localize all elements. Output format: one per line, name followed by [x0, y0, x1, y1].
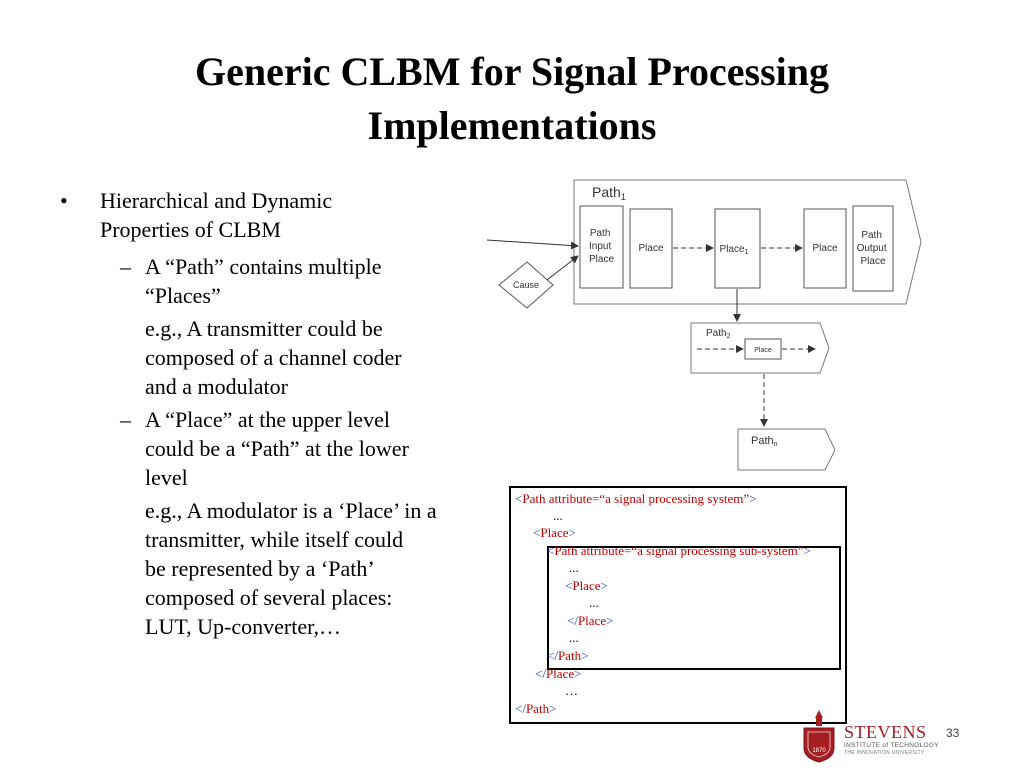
title-line-2: Implementations: [367, 103, 657, 148]
sub-bullet-text: “Places”: [145, 283, 221, 308]
path-input-place-label: Path Input Place: [589, 228, 614, 265]
bullet-text: Properties of CLBM: [100, 217, 281, 242]
sub-bullet-2: – A “Place” at the upper level could be …: [55, 405, 485, 492]
example-text: be represented by a ‘Path’: [145, 556, 375, 581]
title-line-1: Generic CLBM for Signal Processing: [194, 49, 830, 94]
path2-place-label: Place: [754, 347, 772, 354]
path1-label: Path1: [592, 184, 626, 202]
dash-mark: –: [120, 407, 131, 432]
cause-diamond: [498, 261, 554, 309]
example-text: composed of a channel coder: [145, 345, 402, 370]
place-b-box: [803, 208, 847, 289]
bullet-item-1: • Hierarchical and Dynamic Properties of…: [55, 186, 485, 244]
page-number: 33: [946, 726, 960, 740]
sub-bullet-text: could be a “Path” at the lower: [145, 436, 409, 461]
bullet-text: Hierarchical and Dynamic: [100, 188, 333, 213]
xml-line: <Place>: [565, 578, 608, 593]
example-text: LUT, Up-converter,…: [145, 614, 342, 639]
dash-mark: –: [120, 254, 131, 279]
path-input-place-box: [579, 205, 624, 289]
sub-bullet-1: – A “Path” contains multiple “Places”: [55, 252, 485, 310]
place-b-label: Place: [812, 243, 837, 254]
xml-subpath-highlight: [547, 546, 841, 670]
clbm-path-diagram: Path1 Path Input Place Place Place1 Plac…: [485, 176, 925, 476]
path2-place-box: [744, 338, 782, 360]
logo-subtitle: INSTITUTE of TECHNOLOGY: [844, 742, 939, 749]
xml-line: </Place>: [567, 613, 614, 628]
stevens-seal-icon: 1870: [803, 710, 835, 763]
xml-line: ...: [553, 508, 563, 523]
pathn-label: Pathn: [751, 435, 778, 448]
xml-code-box: <Path attribute=“a signal processing sys…: [509, 486, 847, 724]
xml-line: …: [565, 683, 578, 698]
cause-arrow: [546, 255, 579, 281]
cause-label: Cause: [513, 280, 539, 290]
place-a-label: Place: [638, 243, 663, 254]
input-arrow: [486, 239, 579, 250]
logo-name: STEVENS: [844, 722, 927, 742]
example-text: transmitter, while itself could: [145, 527, 404, 552]
xml-line: </Path>: [547, 648, 589, 663]
example-text: and a modulator: [145, 374, 288, 399]
bullet-mark: •: [60, 188, 68, 213]
place1-box: [714, 208, 761, 289]
sub-bullet-text: A “Path” contains multiple: [145, 254, 382, 279]
xml-line: ...: [589, 595, 599, 610]
logo-tagline: THE INNOVATION UNIVERSITY: [844, 750, 925, 756]
xml-line: ...: [569, 560, 579, 575]
svg-text:1870: 1870: [812, 748, 826, 754]
xml-line: </Path>: [515, 701, 557, 716]
path2-label: Path2: [706, 328, 731, 340]
slide-title: Generic CLBM for Signal Processing Imple…: [0, 45, 1024, 153]
bullet-list: • Hierarchical and Dynamic Properties of…: [55, 186, 485, 641]
example-1: e.g., A transmitter could be composed of…: [55, 314, 485, 401]
xml-line: <Path attribute=“a signal processing sub…: [547, 543, 811, 558]
sub-bullet-text: A “Place” at the upper level: [145, 407, 390, 432]
place1-label: Place1: [720, 244, 749, 256]
xml-line: <Path attribute=“a signal processing sys…: [515, 491, 757, 506]
place-a-box: [629, 208, 673, 289]
xml-line: </Place>: [535, 666, 582, 681]
xml-line: <Place>: [533, 525, 576, 540]
path-output-place-box: [852, 205, 894, 292]
example-text: e.g., A transmitter could be: [145, 316, 383, 341]
xml-line: ...: [569, 630, 579, 645]
pathn-container: [737, 428, 836, 471]
stevens-logo: 1870 STEVENS INSTITUTE of TECHNOLOGY THE…: [800, 708, 950, 764]
example-2: e.g., A modulator is a ‘Place’ in a tran…: [55, 496, 485, 641]
path-output-place-label: Path Output Place: [857, 230, 890, 267]
example-text: e.g., A modulator is a ‘Place’ in a: [145, 498, 437, 523]
sub-bullet-text: level: [145, 465, 188, 490]
example-text: composed of several places:: [145, 585, 393, 610]
